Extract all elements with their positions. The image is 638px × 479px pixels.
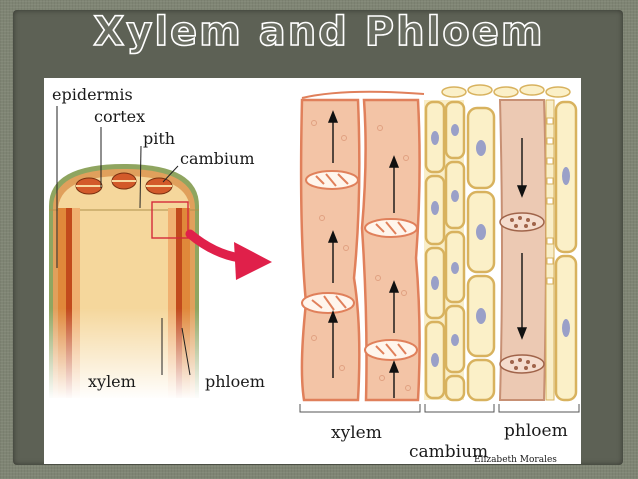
credit-text: Elizabeth Morales — [474, 455, 557, 464]
stem-fade — [44, 308, 204, 400]
top-cell-fringe — [441, 84, 571, 98]
label-xylem-left: xylem — [88, 372, 136, 391]
slide-title: Xylem and Phloem — [93, 8, 545, 56]
sieve-plate-1 — [499, 212, 545, 232]
tissue-diagram: xylem cambium phloem Elizabeth Morales — [299, 84, 580, 464]
pith-pointer — [139, 145, 142, 209]
sieve-plate-2 — [499, 354, 545, 374]
xylem-vessel-2 — [360, 98, 421, 402]
phloem-pointer — [181, 327, 191, 376]
right-xylem-strip — [168, 208, 176, 398]
left-phloem-strip — [58, 208, 66, 398]
label-cambium-bottom: cambium — [409, 442, 488, 462]
label-epidermis: epidermis — [52, 85, 133, 104]
cambium-pointer — [162, 165, 179, 183]
zoom-box — [151, 201, 189, 239]
diagram-figure: epidermis cortex pith cambium xylem phlo… — [44, 78, 581, 464]
xylem-vessel-1 — [299, 98, 361, 402]
right-cambium-strip — [176, 208, 182, 398]
label-phloem-left: phloem — [205, 372, 265, 391]
cambium-tissue — [424, 100, 496, 402]
right-phloem-strip — [182, 208, 190, 398]
label-cambium-top: cambium — [180, 149, 255, 168]
label-cortex: cortex — [94, 107, 145, 126]
magnify-arrow — [185, 229, 272, 280]
phloem-tissue — [498, 99, 578, 402]
left-xylem-strip — [72, 208, 80, 398]
stem-diagram: epidermis cortex pith cambium xylem phlo… — [44, 85, 265, 400]
label-xylem-bottom: xylem — [331, 423, 382, 443]
diagram-svg: epidermis cortex pith cambium xylem phlo… — [44, 84, 580, 464]
label-phloem-bottom: phloem — [504, 421, 568, 441]
tissue-brackets — [299, 404, 580, 413]
label-pith: pith — [143, 129, 175, 148]
xylem-tissue — [299, 98, 421, 402]
left-cambium-strip — [66, 208, 72, 398]
